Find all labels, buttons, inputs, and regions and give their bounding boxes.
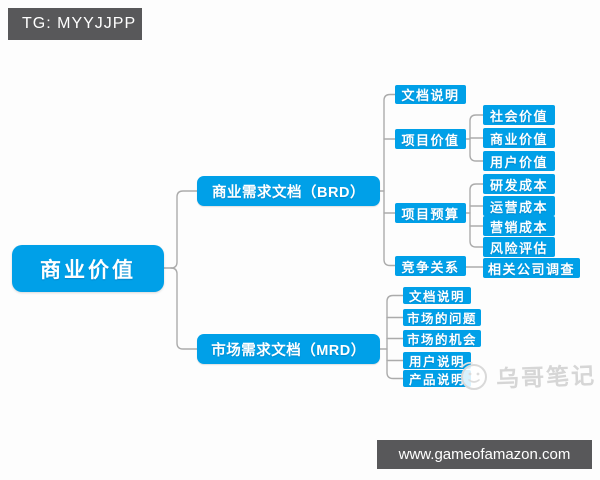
node-brd: 商业需求文档（BRD） [197,176,380,206]
node-label: 商业需求文档（BRD） [212,184,365,201]
node-label: 产品说明 [408,373,465,387]
node-label: 市场的机会 [406,333,477,347]
node-business-value: 商业价值 [483,128,555,148]
node-label: 用户说明 [408,355,465,369]
node-label: 营销成本 [489,219,548,235]
node-label: 项目预算 [401,206,460,222]
node-label: 文档说明 [408,290,465,304]
node-label: 相关公司调查 [487,261,575,277]
tg-tag-badge: TG: MYYJJPP [8,8,142,40]
node-mrd: 市场需求文档（MRD） [197,334,380,364]
node-label: 商业价值 [40,258,136,282]
website-url-text: www.gameofamazon.com [398,446,571,463]
node-label: 文档说明 [401,88,460,103]
node-project-value: 项目价值 [395,129,466,149]
node-competition: 竞争关系 [395,256,466,276]
node-user-description: 用户说明 [403,352,471,369]
website-url-badge: www.gameofamazon.com [377,440,592,469]
node-doc-description-brd: 文档说明 [395,85,466,104]
node-label: 风险评估 [489,240,548,256]
node-label: 竞争关系 [401,259,460,275]
node-label: 市场的问题 [406,312,477,326]
node-label: 项目价值 [401,132,460,148]
node-operating-cost: 运营成本 [483,196,555,216]
tg-tag-text: TG: MYYJJPP [22,15,137,32]
node-doc-description-mrd: 文档说明 [403,287,471,304]
node-social-value: 社会价值 [483,105,555,125]
node-market-opportunity: 市场的机会 [403,330,481,347]
node-marketing-cost: 营销成本 [483,216,555,236]
node-root-business-value: 商业价值 [12,245,164,292]
node-market-problem: 市场的问题 [403,309,481,326]
node-product-description: 产品说明 [403,370,471,387]
node-project-budget: 项目预算 [395,203,466,223]
node-rnd-cost: 研发成本 [483,174,555,194]
watermark: 乌哥笔记 [458,356,596,394]
node-related-company-research: 相关公司调查 [483,258,580,278]
node-label: 社会价值 [489,108,548,124]
node-label: 用户价值 [489,154,548,170]
node-label: 运营成本 [489,199,548,215]
node-risk-assessment: 风险评估 [483,237,555,257]
node-user-value: 用户价值 [483,151,555,171]
node-label: 研发成本 [489,177,548,193]
node-label: 市场需求文档（MRD） [211,342,366,359]
node-label: 商业价值 [489,131,548,147]
watermark-text: 乌哥笔记 [495,362,597,392]
